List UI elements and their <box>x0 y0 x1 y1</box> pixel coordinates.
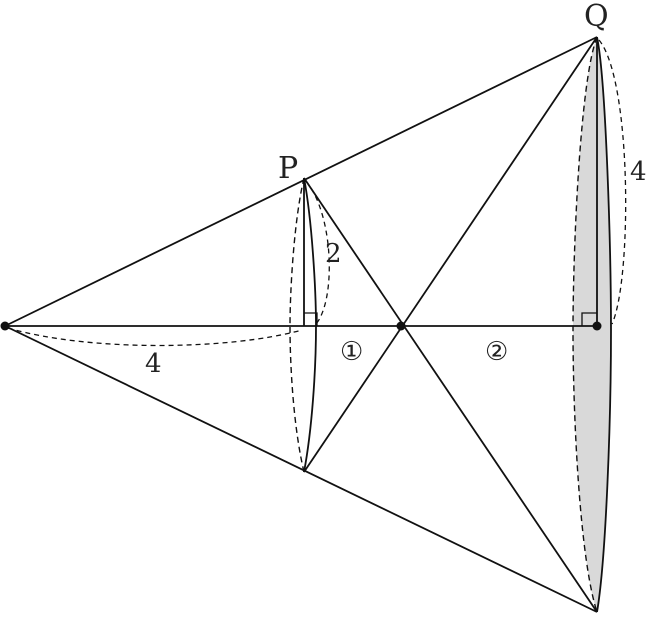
edge-apex-to-bottom <box>4 325 598 613</box>
label-p: P <box>278 151 298 186</box>
label-ratio-2: ② <box>485 337 508 367</box>
line-p-to-bottom <box>303 177 598 613</box>
label-length-small-radius: 2 <box>325 239 342 269</box>
label-length-large-radius: 4 <box>630 157 647 187</box>
large-base-front <box>596 36 612 613</box>
right-angle-mark-q <box>581 312 597 326</box>
small-base-front <box>303 177 317 473</box>
edge-apex-to-q <box>4 36 598 327</box>
apex-point <box>0 321 10 331</box>
large-base-shaded <box>573 37 611 612</box>
large-center-point <box>592 321 602 331</box>
arc-length-2-p <box>305 180 330 325</box>
large-base-back-dashed <box>572 36 598 613</box>
arc-length-4-axis <box>7 327 303 347</box>
label-q: Q <box>584 0 609 34</box>
label-ratio-1: ① <box>340 337 363 367</box>
small-base-back-dashed <box>289 177 305 473</box>
center-point <box>396 321 406 331</box>
label-length-axis: 4 <box>145 349 162 379</box>
arc-length-4-q <box>598 39 627 325</box>
line-q-to-small-bottom <box>303 36 598 473</box>
